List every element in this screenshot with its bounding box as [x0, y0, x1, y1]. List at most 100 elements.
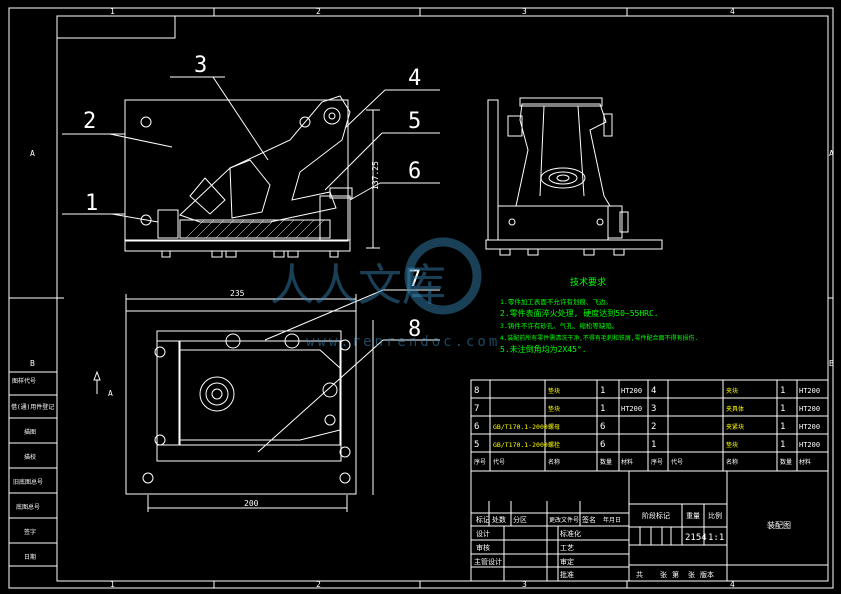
tb-approve-set: 审定	[560, 557, 574, 566]
tb-sign: 签名	[582, 515, 596, 524]
balloon-7: 7	[408, 267, 421, 292]
tb-standard: 标准化	[560, 529, 581, 538]
bom-cell: GB/T170.1-2000	[493, 423, 548, 431]
bom-cell: 1	[600, 404, 605, 414]
zone-top-1: 1	[110, 7, 115, 16]
tb-weight-label: 重量	[686, 512, 700, 520]
bom-cell: 8	[474, 386, 479, 396]
dim-235: 235	[230, 289, 245, 298]
tb-craft: 工艺	[560, 544, 574, 552]
zone-right-b: B	[829, 359, 834, 368]
side-table-date: 日期	[24, 553, 36, 561]
tech-req-4: 4.装配前所有零件需清洗干净,不得有毛刺和铁屑,零件配合面不得有损伤.	[500, 334, 698, 342]
tech-req-title: 技术要求	[570, 276, 606, 288]
tech-req-3: 3.铸件不许有砂孔、气孔、缩松等缺陷。	[500, 321, 618, 330]
balloon-5: 5	[408, 109, 421, 134]
zone-top-2: 2	[316, 7, 321, 16]
zone-left-b: B	[30, 359, 35, 368]
fixture-body-outline	[124, 99, 349, 242]
workpiece	[179, 219, 331, 239]
bom-cell: 6	[600, 440, 605, 450]
bom-cell: 1	[780, 404, 785, 414]
bom-cell: HT200	[799, 441, 820, 449]
bom-cell: 1	[780, 440, 785, 450]
top-left-box	[56, 15, 176, 39]
front-view	[124, 95, 380, 258]
tb-version: 版本	[700, 570, 714, 579]
bom-header-cell: 序号	[651, 458, 663, 466]
bom-cell: HT200	[799, 387, 820, 395]
zone-top-4: 4	[730, 7, 735, 16]
zone-bottom-2: 2	[316, 580, 321, 589]
bom-cell: 螺母	[548, 423, 560, 431]
zone-bottom-3: 3	[522, 580, 527, 589]
balloon-3: 3	[194, 53, 207, 78]
side-table-old-no: 旧底图总号	[13, 478, 43, 486]
tb-review: 审核	[476, 543, 490, 552]
bom-cell: 4	[651, 386, 656, 396]
side-view	[485, 97, 663, 256]
bom-cell: 垫块	[548, 387, 560, 395]
dim-200: 200	[244, 499, 259, 508]
side-table-sign: 签字	[24, 528, 36, 536]
tb-change-doc: 更改文件号	[549, 516, 579, 524]
bom-cell: 2	[651, 422, 656, 432]
bom-header-cell: 名称	[726, 458, 738, 466]
bom-cell: 1	[651, 440, 656, 450]
tb-number: 第	[672, 570, 679, 579]
bom-header-cell: 数量	[600, 458, 612, 466]
tb-weight-value: 2154	[685, 533, 707, 543]
tb-date: 年月日	[603, 516, 621, 524]
base-plate	[124, 239, 351, 252]
bom-cell: 6	[474, 422, 479, 432]
tb-mark: 标记	[476, 515, 490, 524]
tb-count: 处数	[492, 515, 506, 524]
bom-cell: 夹块	[726, 387, 738, 395]
side-table-register: 借(通)用件登记	[11, 403, 54, 411]
bom-header-cell: 序号	[474, 458, 486, 466]
zone-ticks	[9, 8, 833, 588]
balloon-1: 1	[85, 191, 98, 216]
tb-approve: 批准	[560, 570, 574, 579]
bom-cell: 垫块	[548, 405, 560, 413]
top-view	[93, 294, 374, 512]
bom-cell: HT200	[799, 405, 820, 413]
tb-scale-value: 1:1	[708, 533, 724, 543]
bom-cell: 1	[780, 422, 785, 432]
bom-cell: GB/T170.1-2000	[493, 441, 548, 449]
side-table-drawing-code: 图样代号	[12, 377, 36, 385]
leader-lines	[62, 76, 440, 453]
balloon-6: 6	[408, 159, 421, 184]
tech-req-5: 5.未注倒角均为2X45°.	[500, 344, 587, 354]
bom-cell: 夹紧块	[726, 423, 744, 431]
balloon-2: 2	[83, 109, 96, 134]
bom-cell: 7	[474, 404, 479, 414]
zone-bottom-4: 4	[730, 580, 735, 589]
zone-top-3: 3	[522, 7, 527, 16]
bom-header-cell: 材料	[621, 458, 633, 466]
bom-header-cell: 代号	[493, 458, 505, 466]
tb-sheets-2: 张	[688, 570, 695, 579]
tb-total: 共	[636, 570, 643, 579]
bom-cell: HT200	[799, 423, 820, 431]
tech-req-2: 2.零件表面淬火处理, 硬度达到50~55HRC.	[500, 308, 659, 318]
tb-chief: 主管设计	[474, 557, 502, 566]
tech-req-1: 1.零件加工表面不允许有划痕、飞边。	[500, 297, 612, 306]
watermark-url: www.renrendoc.com	[306, 334, 500, 350]
side-table-tracing: 描图	[24, 428, 36, 436]
bom-cell: 螺栓	[548, 441, 560, 449]
bom-header-cell: 材料	[799, 458, 811, 466]
tb-stage: 阶段标记	[642, 511, 670, 520]
zone-left-a: A	[30, 149, 35, 158]
bom-cell: HT200	[621, 405, 642, 413]
balloon-4: 4	[408, 66, 421, 91]
workpiece-hatch	[185, 219, 325, 239]
bom-header-cell: 代号	[671, 458, 683, 466]
bom-cell: 3	[651, 404, 656, 414]
bom-cell: 1	[780, 386, 785, 396]
tb-drawing-name: 装配图	[767, 520, 791, 530]
balloon-8: 8	[408, 317, 421, 342]
section-label: A	[108, 389, 113, 398]
